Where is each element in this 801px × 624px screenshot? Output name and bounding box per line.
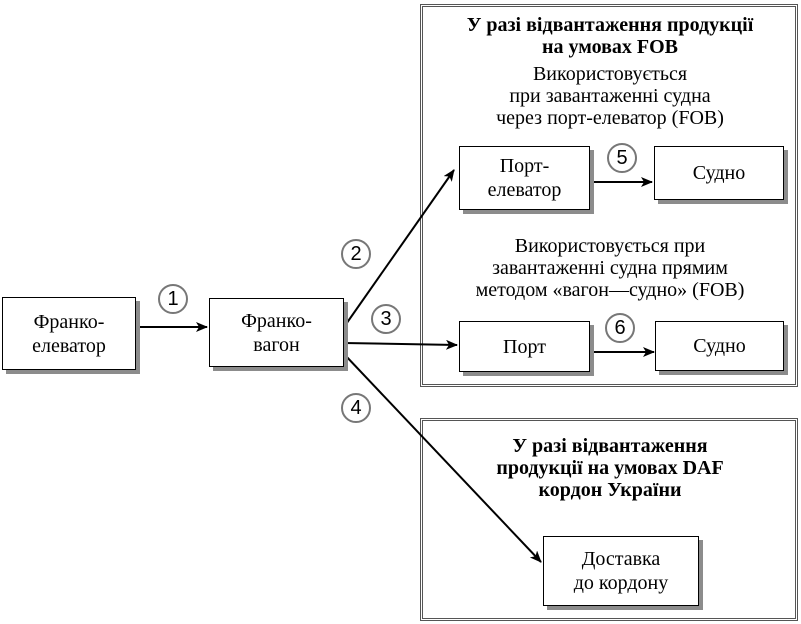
step-number-1: 1 [158, 284, 188, 314]
step-number-3: 3 [371, 304, 401, 334]
node-port: Порт [459, 321, 590, 372]
node-port-elevator: Порт- елеватор [459, 146, 590, 210]
fob-option-port-elevator-text: Використовується при завантаженні судна … [496, 63, 724, 129]
node-ship-2: Судно [655, 321, 784, 371]
node-franco-wagon: Франко- вагон [209, 298, 344, 367]
step-number-4: 4 [341, 393, 371, 423]
arrow-3 [343, 339, 458, 350]
step-number-5: 5 [607, 143, 637, 173]
node-ship-1: Судно [654, 146, 784, 200]
arrow-2 [343, 169, 455, 328]
node-franco-elevator: Франко- елеватор [2, 297, 136, 370]
node-delivery-to-border: Доставка до кордону [543, 536, 699, 606]
step-number-6: 6 [605, 313, 635, 343]
arrow-4 [343, 353, 542, 563]
step-number-2: 2 [341, 239, 371, 269]
fob-panel-title: У разі відвантаження продукції на умовах… [466, 14, 754, 58]
fob-option-direct-text: Використовується при завантаженні судна … [475, 235, 745, 301]
daf-panel-title: У разі відвантаження продукції на умовах… [496, 435, 724, 501]
